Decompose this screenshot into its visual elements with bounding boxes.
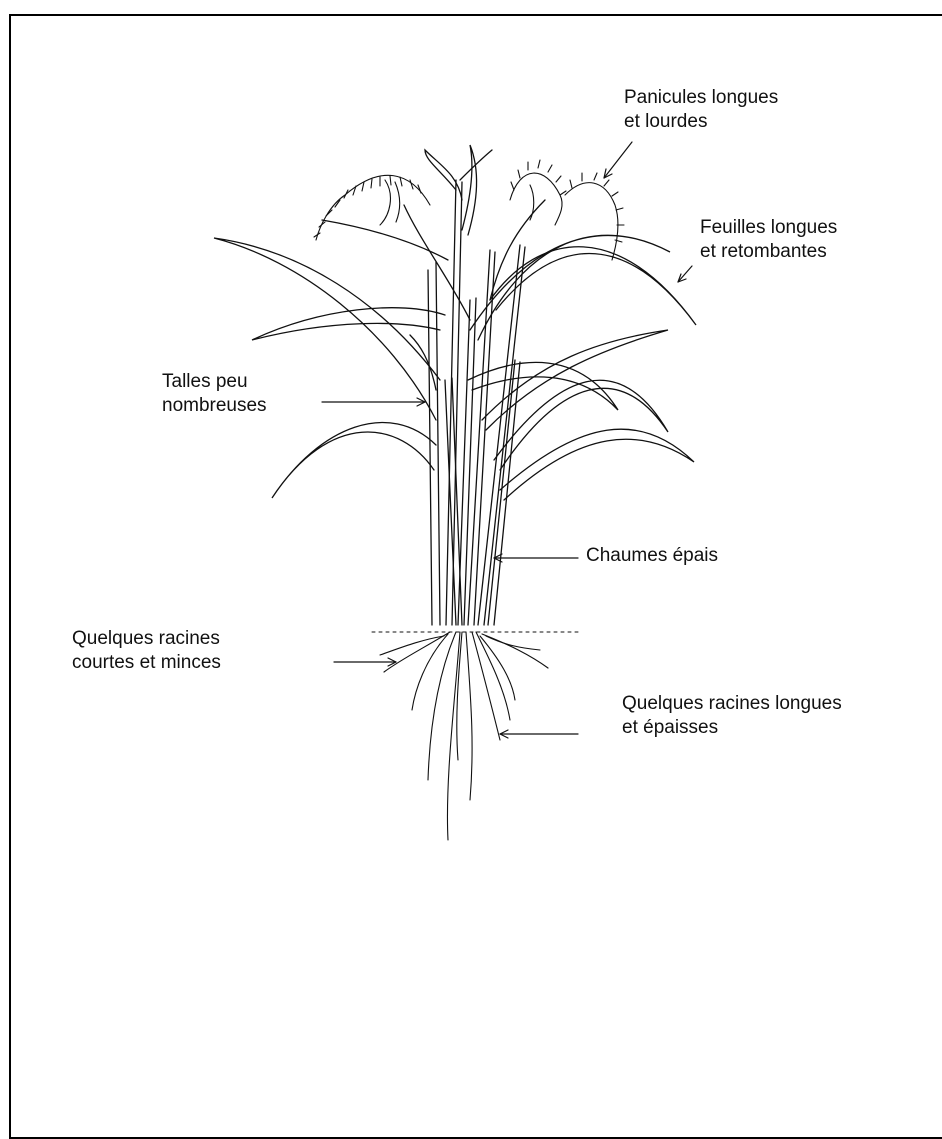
label-long-roots: Quelques racines longues et épaisses	[622, 692, 842, 740]
label-short-roots: Quelques racines courtes et minces	[72, 627, 221, 675]
panicles-group	[314, 160, 624, 260]
label-culms: Chaumes épais	[586, 544, 718, 568]
label-panicles: Panicules longues et lourdes	[624, 86, 778, 134]
panicles-leader	[604, 142, 632, 178]
roots-group	[380, 632, 548, 840]
label-tillers: Talles peu nombreuses	[162, 370, 267, 418]
label-leaves: Feuilles longues et retombantes	[700, 216, 837, 264]
